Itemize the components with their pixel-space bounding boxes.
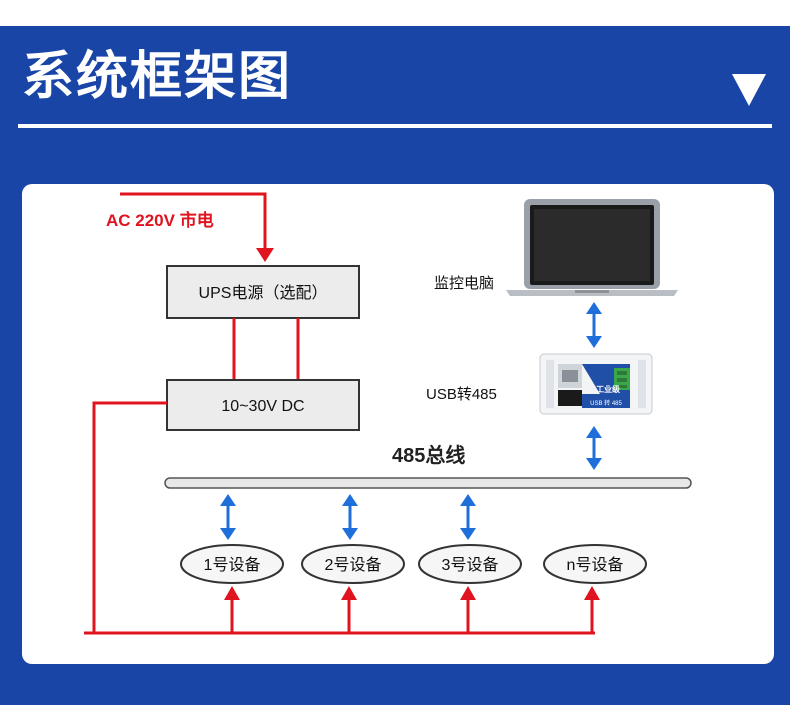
device-2-label: 2号设备: [325, 556, 382, 574]
dc-box: [166, 379, 360, 431]
device-3: 3号设备: [418, 544, 522, 584]
ups-dc-connector: [232, 318, 300, 380]
pc-converter-arrow: [586, 302, 602, 348]
device-n-label: n号设备: [567, 556, 624, 574]
device-2: 2号设备: [301, 544, 405, 584]
diagram-panel: AC 220V 市电 UPS电源（选配） 10~30V DC: [22, 184, 774, 664]
converter-sub-text: USB 转 485: [590, 399, 622, 407]
ac-power-label: AC 220V 市电: [106, 210, 214, 230]
ac-power-line: [120, 192, 274, 262]
usb-485-converter-icon: 工业级 USB 转 485: [539, 353, 653, 415]
device-1: 1号设备: [180, 544, 284, 584]
triangle-down-icon[interactable]: [730, 72, 768, 108]
converter-face-text: 工业级: [596, 384, 621, 394]
converter-label: USB转485: [426, 386, 497, 403]
bus-label: 485总线: [392, 443, 465, 467]
ups-box: [166, 265, 360, 319]
converter-bus-arrow: [586, 426, 602, 470]
device-1-label: 1号设备: [204, 556, 261, 574]
page-title: 系统框架图: [22, 47, 293, 107]
device-n: n号设备: [543, 544, 647, 584]
pc-label: 监控电脑: [434, 275, 494, 292]
laptop-icon: [506, 199, 678, 296]
ups-label: UPS电源（选配）: [199, 284, 328, 302]
rs485-bus: [164, 477, 692, 489]
bus-device-arrows: [220, 494, 476, 540]
device-3-label: 3号设备: [442, 556, 499, 574]
dc-label: 10~30V DC: [221, 398, 304, 415]
header-divider: [18, 124, 772, 128]
system-diagram: AC 220V 市电 UPS电源（选配） 10~30V DC: [84, 192, 692, 635]
dc-power-line: [84, 401, 600, 635]
